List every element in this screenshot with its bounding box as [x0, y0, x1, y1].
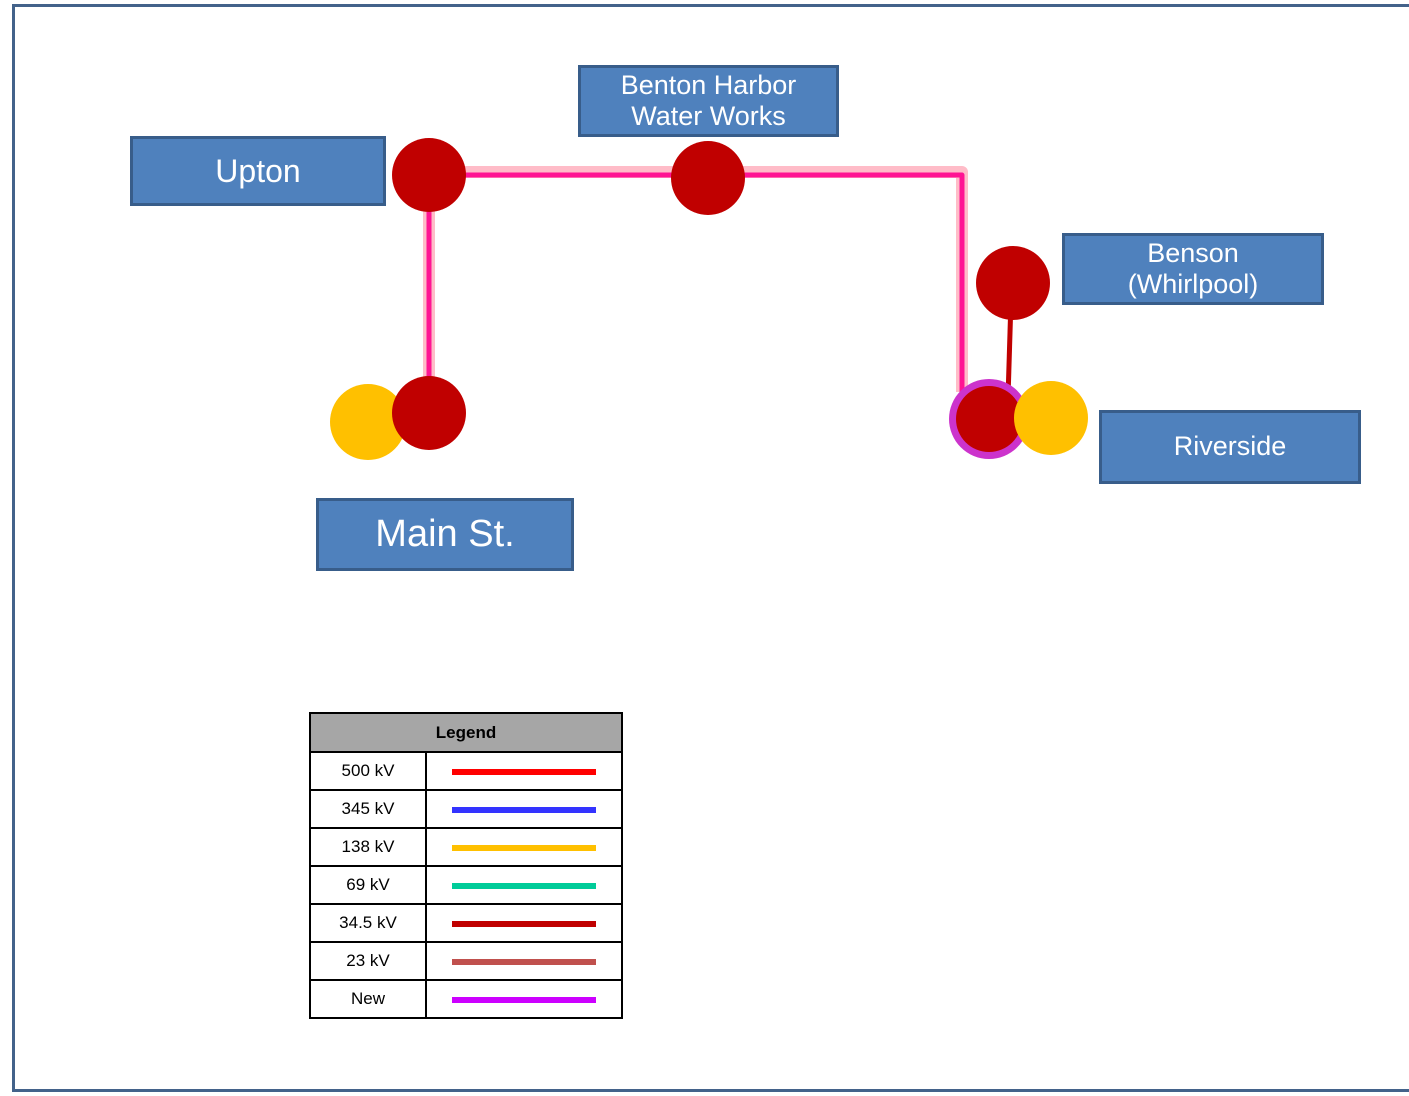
substation-benson[interactable] [976, 246, 1050, 320]
legend-line-swatch [452, 768, 596, 775]
label-main-st: Main St. [316, 498, 574, 571]
legend-row: 34.5 kV [309, 903, 623, 943]
legend-line-swatch [452, 882, 596, 889]
legend-swatch-cell [425, 941, 623, 981]
label-benton-harbor-water-works: Benton Harbor Water Works [578, 65, 839, 137]
label-benson-whirlpool: Benson (Whirlpool) [1062, 233, 1324, 305]
legend-swatch-cell [425, 751, 623, 791]
legend-row: 23 kV [309, 941, 623, 981]
legend-voltage-label: 69 kV [309, 865, 427, 905]
legend-line-swatch [452, 806, 596, 813]
legend-swatch-cell [425, 789, 623, 829]
legend-row: 500 kV [309, 751, 623, 791]
label-riverside: Riverside [1099, 410, 1361, 484]
legend-swatch-cell [425, 979, 623, 1019]
legend-row: 345 kV [309, 789, 623, 829]
legend-line-swatch [452, 920, 596, 927]
new-line-upton-riverside [429, 172, 965, 392]
legend-swatch-cell [425, 827, 623, 867]
legend-voltage-label: 500 kV [309, 751, 427, 791]
substation-upton[interactable] [392, 138, 466, 212]
legend-voltage-label: 138 kV [309, 827, 427, 867]
substation-benton-harbor[interactable] [671, 141, 745, 215]
legend-voltage-label: 345 kV [309, 789, 427, 829]
legend-line-swatch [452, 996, 596, 1003]
legend-swatch-cell [425, 865, 623, 905]
legend-row: 138 kV [309, 827, 623, 867]
label-upton: Upton [130, 136, 386, 206]
substation-riverside-34kv[interactable] [956, 386, 1022, 452]
legend-line-swatch [452, 958, 596, 965]
legend-row: 69 kV [309, 865, 623, 905]
substation-main-st-138kv[interactable] [330, 384, 406, 460]
legend-voltage-label: 34.5 kV [309, 903, 427, 943]
legend-row: New [309, 979, 623, 1019]
legend-title: Legend [309, 712, 623, 753]
legend-line-swatch [452, 844, 596, 851]
diagram-frame [12, 4, 1409, 1092]
legend-voltage-label: 23 kV [309, 941, 427, 981]
substation-riverside-138kv[interactable] [1014, 381, 1088, 455]
legend-swatch-cell [425, 903, 623, 943]
substation-main-st-34kv[interactable] [392, 376, 466, 450]
legend-voltage-label: New [309, 979, 427, 1019]
